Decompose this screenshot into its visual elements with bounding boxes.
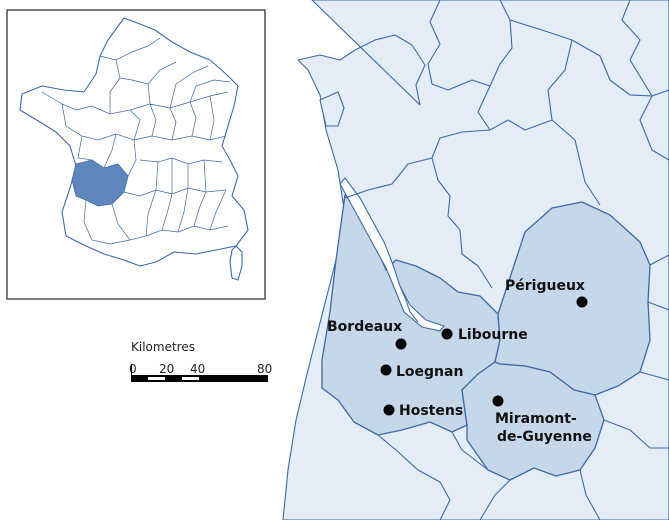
city-marker-miramont	[492, 395, 504, 407]
dept-border-6	[621, 0, 669, 161]
scale-bar: Kilometres 0 20 40 80	[129, 340, 272, 382]
dept-border-9	[647, 301, 669, 311]
city-marker-hostens	[383, 404, 395, 416]
city-label-hostens: Hostens	[399, 403, 463, 419]
dept-border-8	[649, 254, 669, 266]
city-label-miramont: Miramont-	[495, 411, 577, 427]
dept-border-11	[603, 419, 669, 449]
dept-border-4	[477, 85, 491, 131]
city-label-de-guyenne: de-Guyenne	[497, 429, 592, 445]
gironde-estuary	[339, 177, 445, 332]
city-marker-p-rigueux	[576, 296, 588, 308]
region-lot-et-garonne	[461, 361, 605, 481]
city-label-libourne: Libourne	[458, 327, 528, 343]
dept-border-1	[344, 119, 601, 206]
dept-border-7	[547, 39, 573, 121]
scale-bar-outline	[131, 375, 268, 382]
corsica	[229, 245, 243, 281]
dept-border-14	[377, 434, 451, 520]
inset-highlight-nouvelle-aquitaine	[71, 159, 129, 207]
dept-border-10	[639, 371, 669, 381]
scale-tick-80: 80	[257, 362, 272, 376]
scale-bar-white-1	[148, 377, 165, 380]
dept-border-2	[431, 157, 493, 289]
island	[319, 91, 345, 127]
scale-tick-0: 0	[129, 362, 137, 376]
scale-title: Kilometres	[131, 340, 195, 354]
city-marker-bordeaux	[395, 338, 407, 350]
dept-border-13	[479, 479, 511, 520]
dept-border-15	[451, 431, 489, 471]
garonne-river	[399, 285, 419, 323]
city-label-p-rigueux: Périgueux	[505, 278, 585, 294]
city-marker-libourne	[441, 328, 453, 340]
inset-map	[6, 9, 266, 300]
city-marker-loegnan	[380, 364, 392, 376]
dept-border-5	[509, 19, 669, 97]
inset-departments	[41, 37, 231, 245]
city-label-bordeaux: Bordeaux	[327, 319, 402, 335]
dept-border-12	[579, 469, 601, 520]
scale-tick-20: 20	[159, 362, 174, 376]
dept-border-3	[427, 0, 513, 91]
scale-tick-40: 40	[190, 362, 205, 376]
scale-bar-white-2	[182, 377, 199, 380]
city-label-loegnan: Loegnan	[396, 364, 463, 380]
